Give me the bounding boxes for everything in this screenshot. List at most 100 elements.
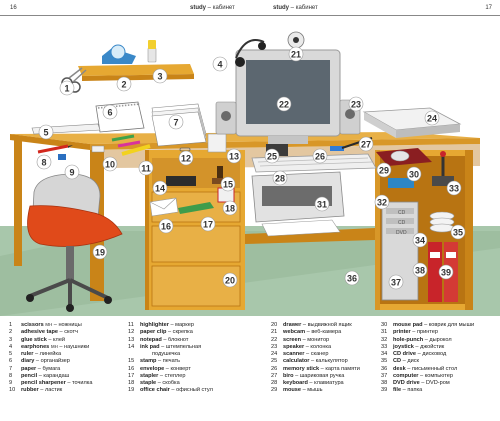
legend-translation: клавиатура [314,380,344,386]
cd-drive-tag-2: CD [398,220,406,226]
legend-term: desk [393,365,406,372]
legend-number: 1 [9,322,13,328]
callout-number: 32 [377,198,387,208]
office-chair-icon [26,173,123,312]
callout-circle [376,162,392,178]
legend-translation: монитор [307,336,330,343]
legend-term: biro [283,372,294,379]
desk [10,132,480,310]
legend-dash: – [309,358,316,365]
callout-number: 30 [409,170,419,180]
legend-number: 11 [128,322,134,328]
callout-circle [178,150,194,166]
legend-dash: – [423,336,430,343]
legend-term: memory stick [283,365,320,372]
legend-term: mouse [283,387,302,394]
legend-dash: – [33,351,40,357]
legend-number: 31 [381,329,388,336]
legend-translation: офисный стул [176,387,213,394]
legend-translation: джойстик [420,343,445,350]
callout-number: 21 [291,50,301,60]
legend-number: 35 [381,358,388,365]
callout-number: 23 [351,100,361,110]
legend-term: printer [393,329,411,336]
legend-term: CD [393,358,402,365]
legend-translation: бумага [42,365,61,372]
callout-circle [222,272,238,288]
legend-term: rubber [21,387,39,394]
legend-dash: – [301,336,308,343]
legend-dash: – [410,329,417,336]
legend-term: webcam [283,329,306,336]
callout-number: 34 [415,236,425,246]
legend-number: 4 [9,343,13,350]
legend-term: earphones [21,343,50,350]
legend-number: 8 [9,372,13,379]
legend-dash: – [416,351,423,357]
rubber-icon [91,145,105,153]
callout-number: 10 [105,160,115,170]
joystick-icon [432,151,454,186]
callout-circle [158,218,174,234]
legend-dash: – [34,358,41,365]
legend-dash: – [38,387,45,394]
callout-number: 2 [121,80,126,90]
legend-dash: – [304,351,311,357]
page-header: 16 study – кабинет study – кабинет 17 [0,0,500,16]
legend-translation: дырокол [429,336,452,343]
legend-dash: – [37,372,44,379]
legend-number: 25 [271,358,278,365]
legend-number: 3 [9,336,13,343]
callout-number: 9 [69,168,74,178]
legend-translation: выдвижной ящик [307,322,352,328]
legend-dash: – [305,329,312,336]
legend-term: calculator [283,358,310,365]
legend-term: staple [140,380,157,386]
callout-number: 25 [267,152,277,162]
callout-number: 29 [379,166,389,176]
legend-number: 24 [271,351,278,357]
callout-number: 24 [427,114,437,124]
callout-number: 4 [217,60,222,70]
legend-suffix: мн [49,343,58,350]
legend-dash: – [156,380,163,386]
legend-term: pencil [21,372,38,379]
callout-circle [102,156,118,172]
legend-number: 18 [128,380,135,386]
memory-stick-icon [330,146,344,151]
callout-number: 3 [157,72,162,82]
callout-circle [446,180,462,196]
legend-translation: компьютер [424,372,453,379]
legend-dash: – [301,387,308,394]
legend-number: 27 [271,372,278,379]
legend-suffix: мн [43,322,53,328]
legend-translation: конверт [170,365,191,372]
legend-term: paper [21,365,37,372]
callout-number: 22 [279,100,289,110]
pencil-sharpener-icon [58,154,66,160]
legend-number: 2 [9,329,13,336]
stamp-icon [212,166,228,184]
legend-translation: наушники [64,343,90,350]
legend-number: 37 [381,372,388,379]
legend-number: 22 [271,336,278,343]
legend-translation: штемпельная [165,343,202,350]
